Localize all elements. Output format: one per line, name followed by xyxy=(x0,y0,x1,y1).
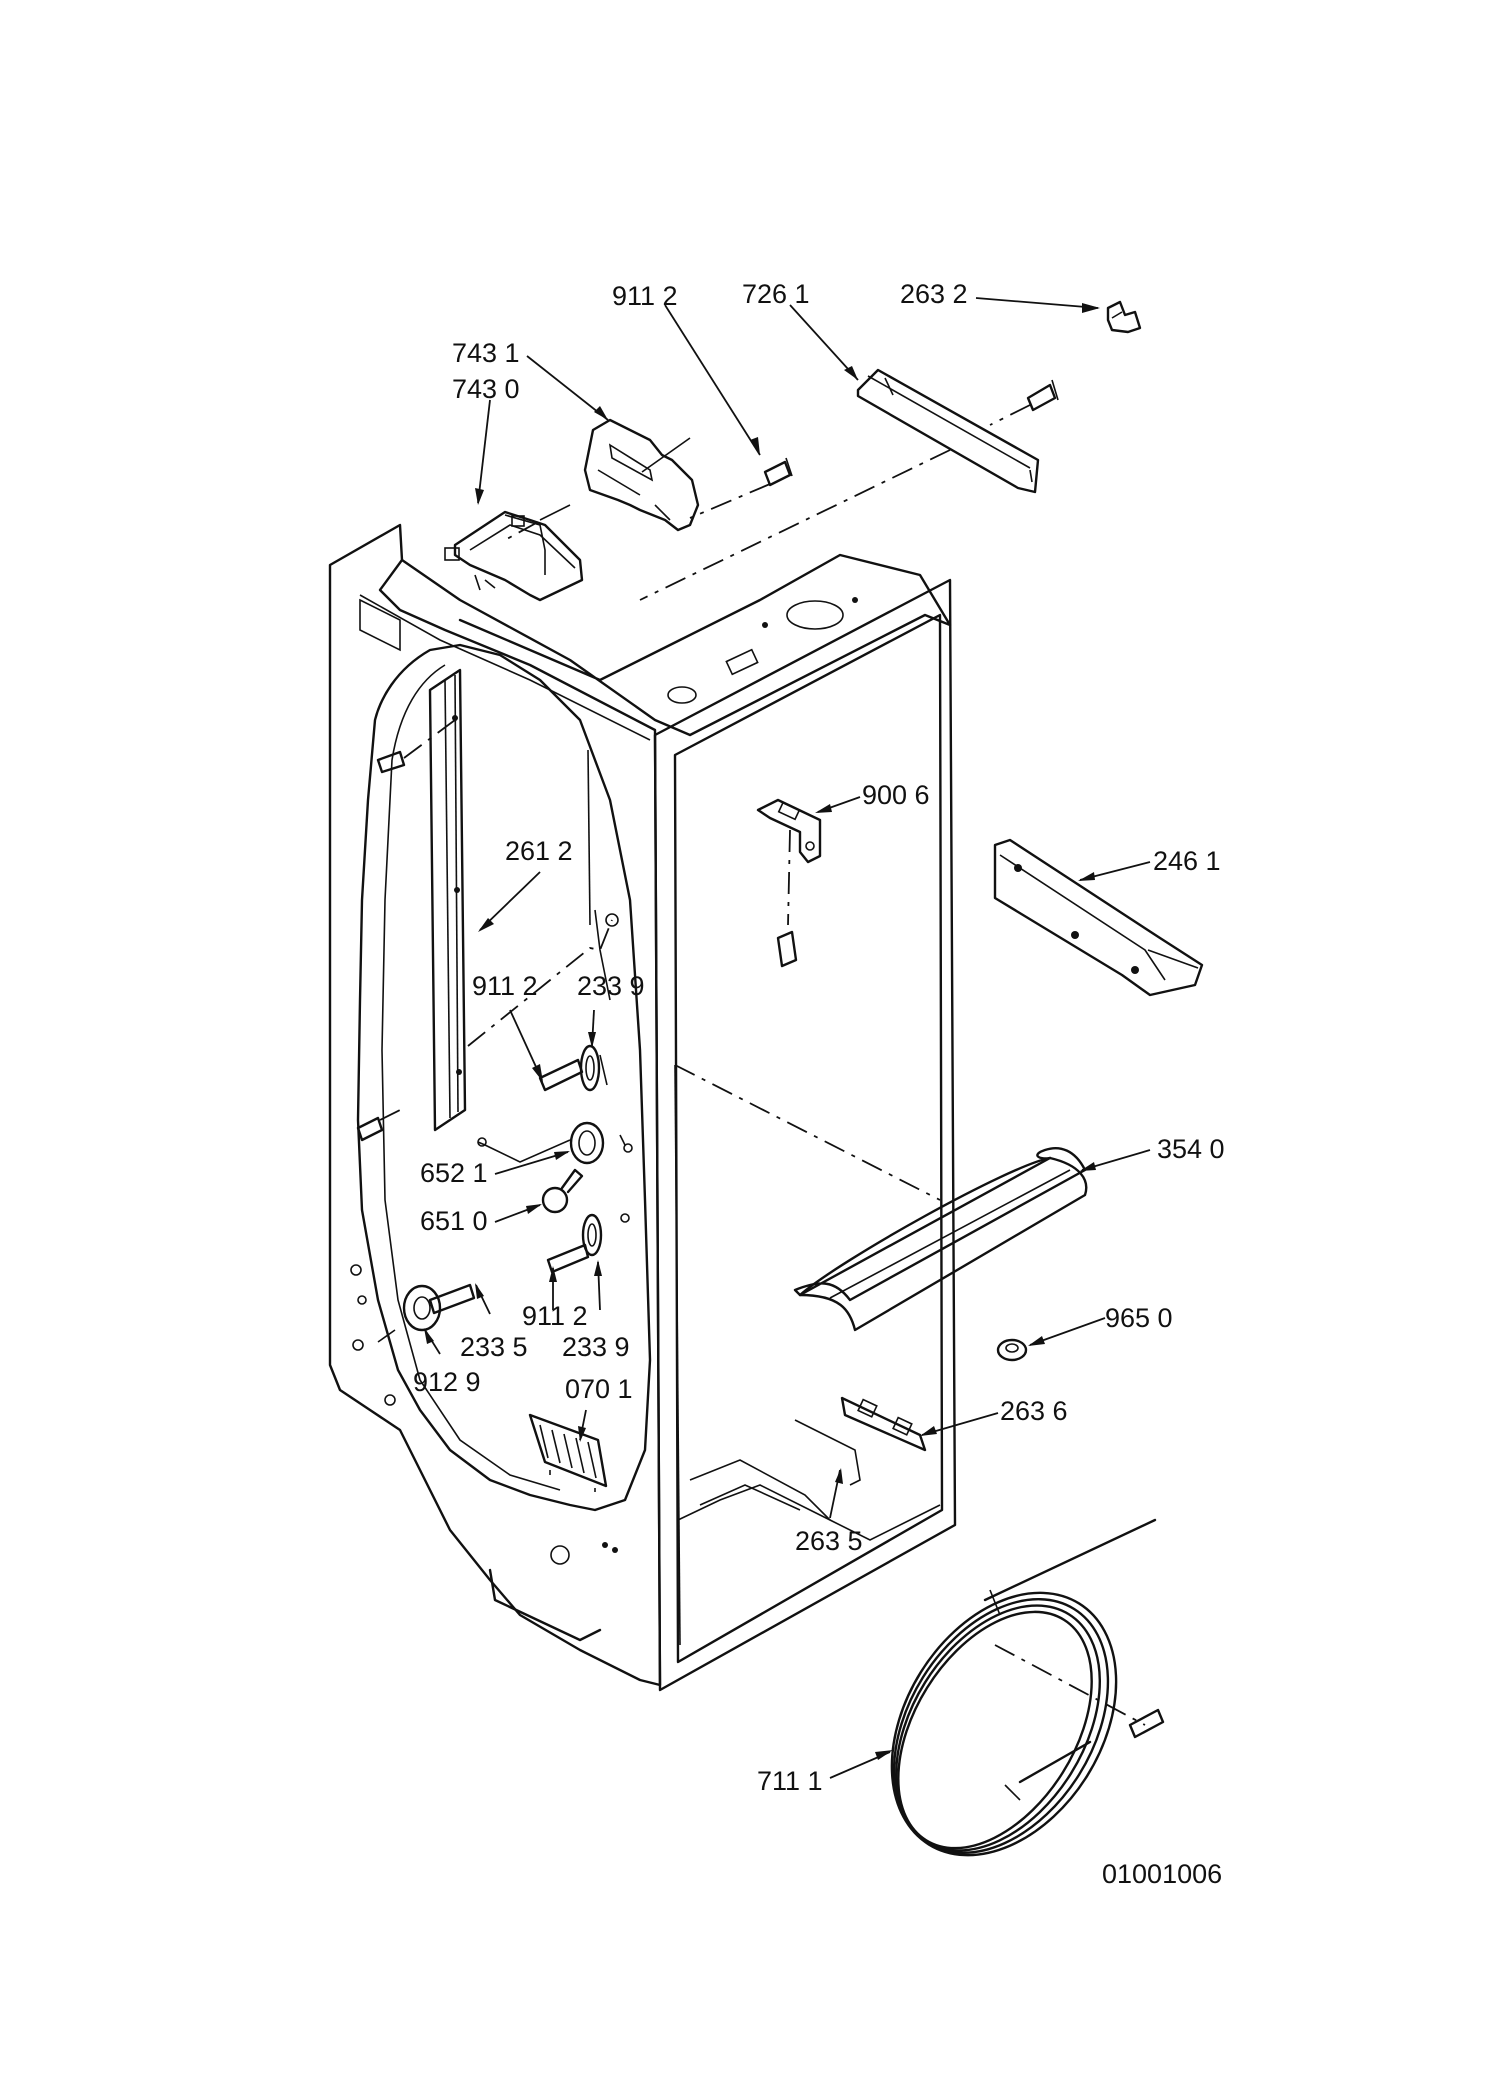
part-label-2632: 263 2 xyxy=(900,279,968,309)
light-bulb-part xyxy=(541,1168,584,1214)
grommet-part xyxy=(996,1338,1028,1362)
part-label-2339-lower: 233 9 xyxy=(562,1332,630,1362)
part-label-6510: 651 0 xyxy=(420,1206,488,1236)
part-label-3540: 354 0 xyxy=(1157,1134,1225,1164)
hinge-bolt-left xyxy=(377,1283,476,1343)
shelf-support-part xyxy=(993,838,1204,997)
part-label-0701: 070 1 xyxy=(565,1374,633,1404)
part-label-2461: 246 1 xyxy=(1153,846,1221,876)
clip-part-top-right xyxy=(1106,300,1142,334)
part-label-2635: 263 5 xyxy=(795,1526,863,1556)
part-label-7111: 711 1 xyxy=(757,1766,823,1796)
control-bracket-part xyxy=(504,418,700,541)
door-stop-grille xyxy=(528,1413,608,1492)
hinge-bolt-lower xyxy=(546,1213,630,1274)
screw-top-mid xyxy=(689,457,793,519)
part-label-9006: 900 6 xyxy=(862,780,930,810)
part-label-9112-mid: 911 2 xyxy=(472,971,538,1001)
part-label-6521: 652 1 xyxy=(420,1158,488,1188)
vertical-rail-part xyxy=(428,668,467,1132)
part-label-2612: 261 2 xyxy=(505,836,573,866)
water-tube-coil xyxy=(890,1518,1165,1857)
rail-screw-bottom xyxy=(356,1109,401,1142)
cover-part xyxy=(793,1147,1088,1332)
part-label-7431: 743 1 xyxy=(452,338,520,368)
top-rail-part xyxy=(639,368,1040,601)
control-housing-part xyxy=(444,510,584,602)
part-labels: 911 2 726 1 263 2 743 1 743 0 900 6 246 … xyxy=(413,279,1225,1889)
drawing-number: 01001006 xyxy=(1102,1859,1222,1889)
part-label-2339-upper: 233 9 xyxy=(577,971,645,1001)
leader-lines xyxy=(424,297,1151,1779)
inner-bracket-part xyxy=(756,798,822,968)
part-label-9112-lower: 911 2 xyxy=(522,1301,588,1331)
bracket-lower-right xyxy=(794,1396,927,1486)
part-label-7430: 743 0 xyxy=(452,374,520,404)
refrigerator-cabinet xyxy=(328,523,957,1692)
screw-top-right xyxy=(989,379,1059,426)
part-label-9650: 965 0 xyxy=(1105,1303,1173,1333)
part-label-2335: 233 5 xyxy=(460,1332,528,1362)
part-label-2636: 263 6 xyxy=(1000,1396,1068,1426)
hinge-bolt-upper xyxy=(467,913,619,1092)
light-socket-part xyxy=(477,1121,633,1165)
part-label-7261: 726 1 xyxy=(742,279,810,309)
part-label-9129: 912 9 xyxy=(413,1367,481,1397)
part-label-9112-top: 911 2 xyxy=(612,281,678,311)
rail-screw-top xyxy=(376,719,456,774)
